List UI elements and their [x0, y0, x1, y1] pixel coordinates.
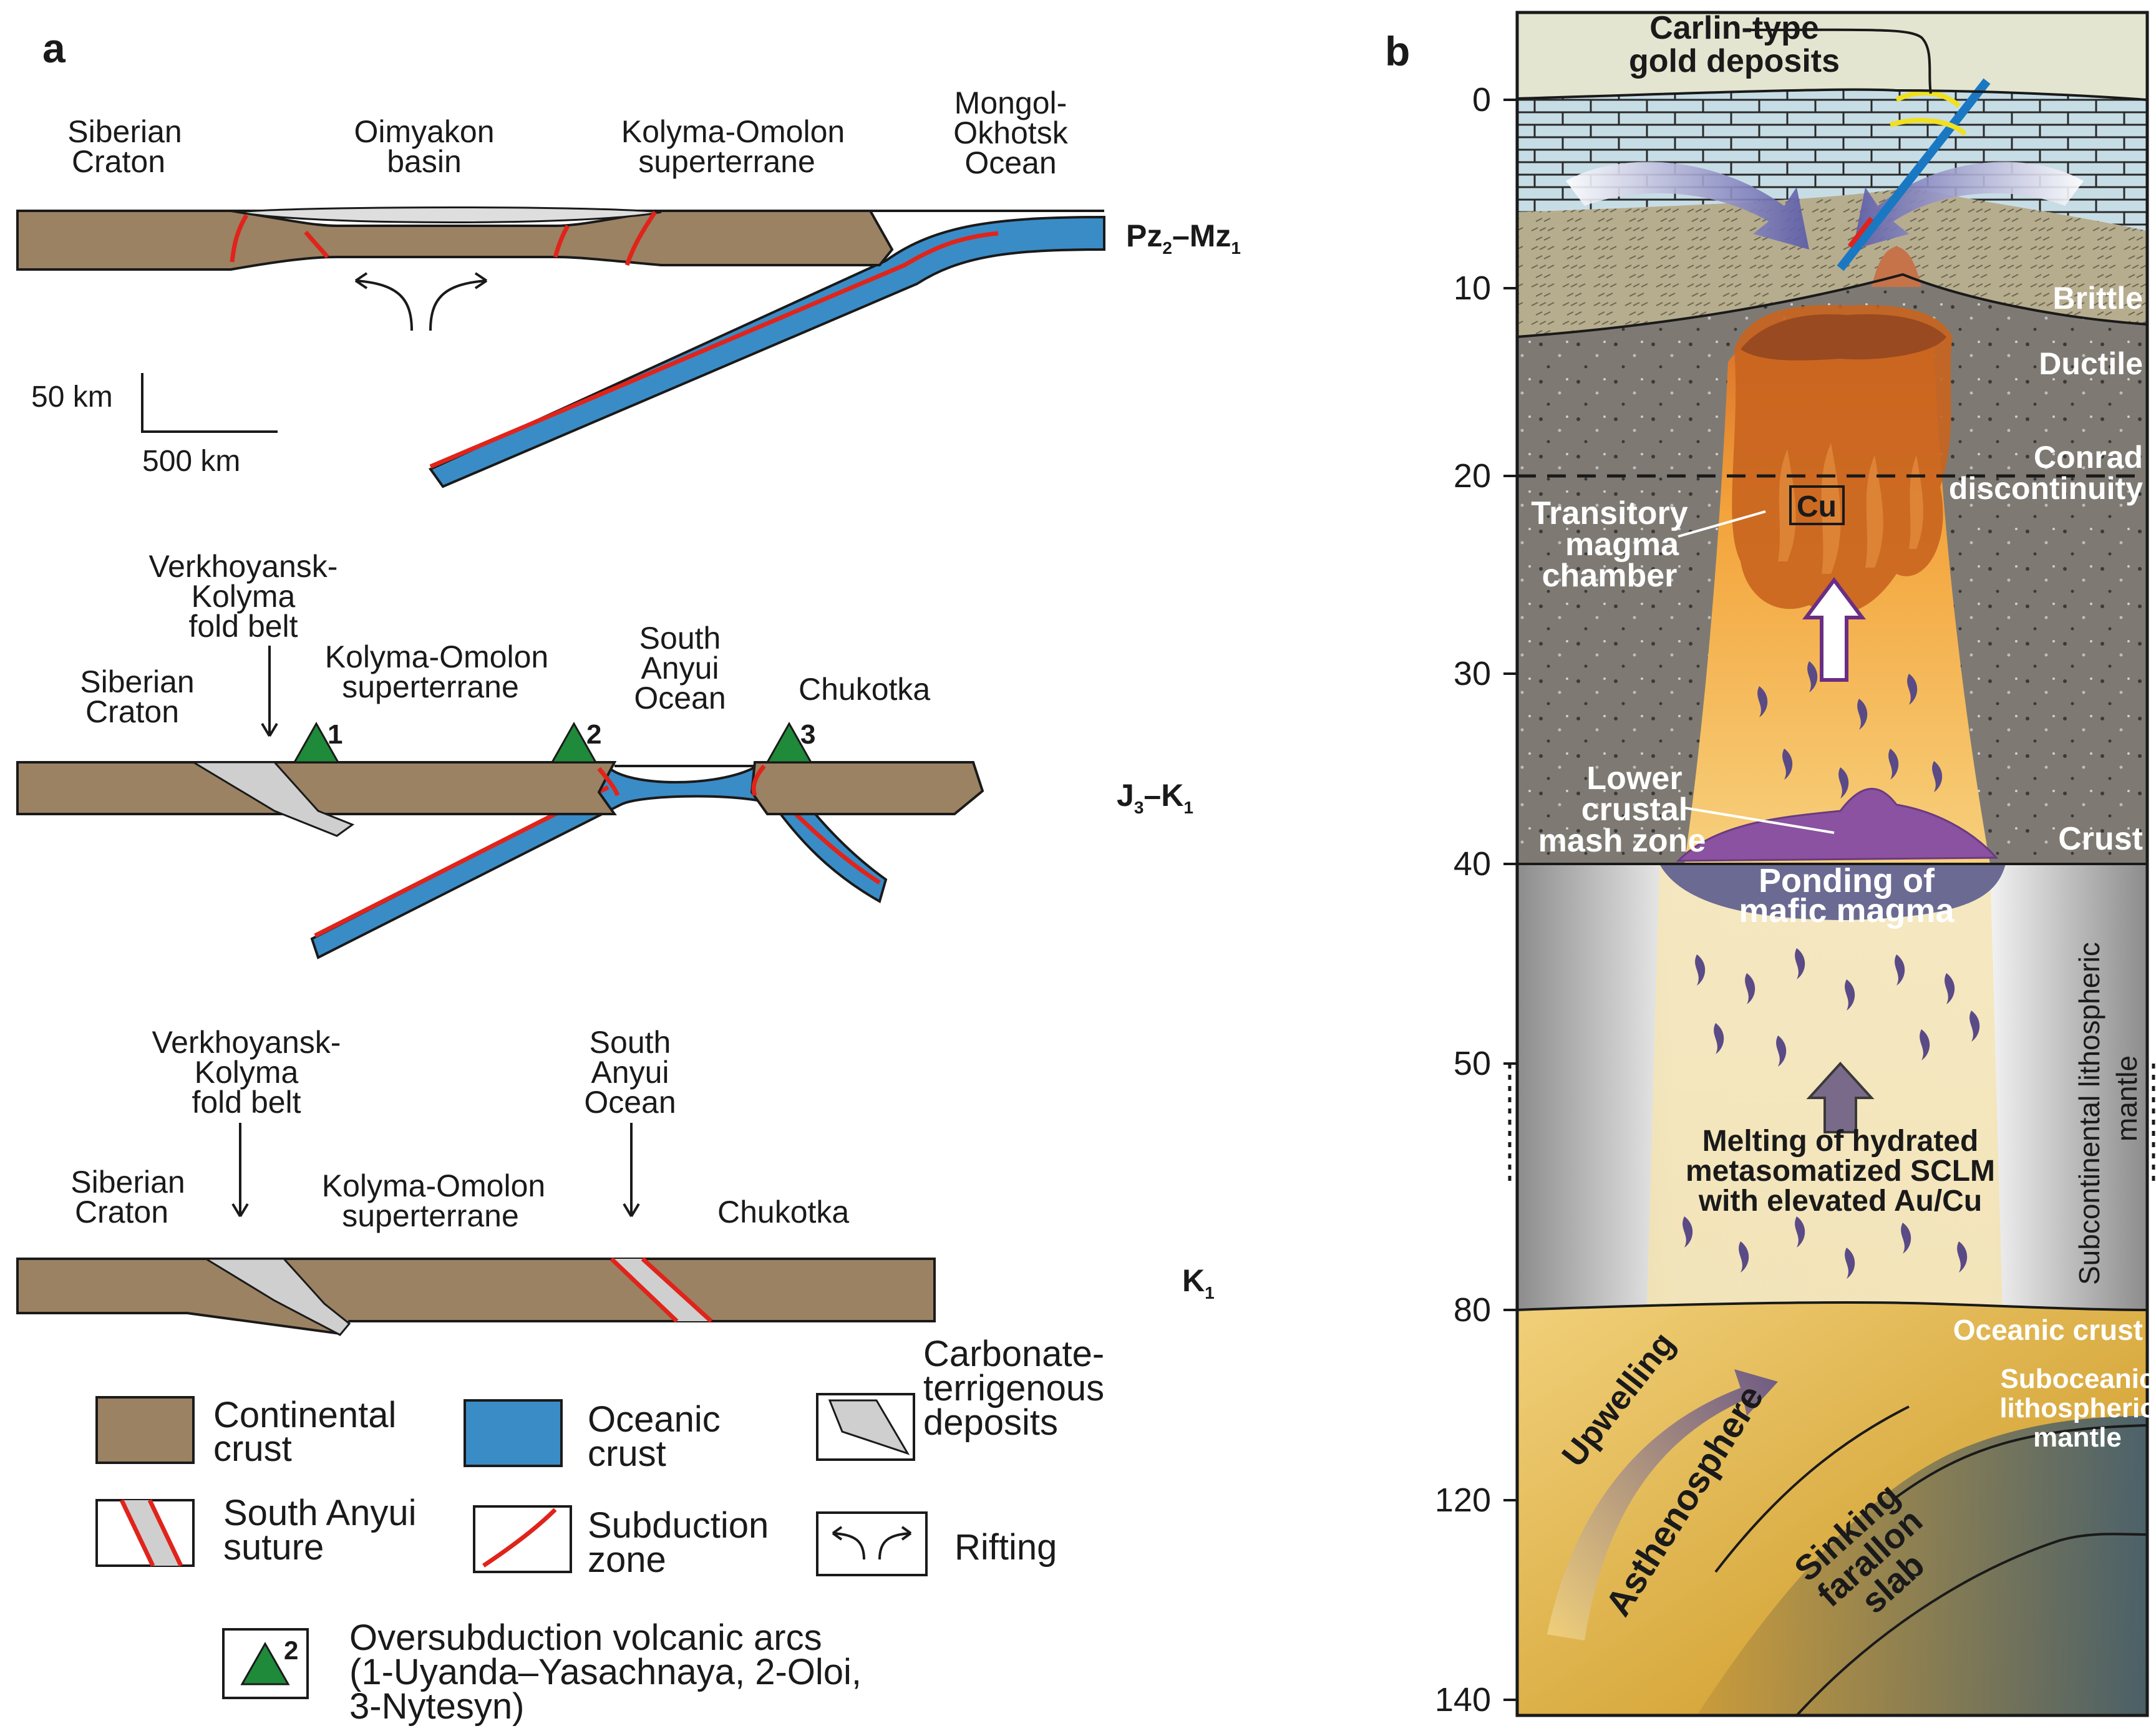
- depth-tick-120: 120: [1435, 1481, 1491, 1519]
- depth-tick-40: 40: [1454, 845, 1491, 883]
- legend-oceanic-swatch: [464, 1399, 563, 1467]
- oceanic-crust-label: Oceanic crust: [1953, 1314, 2143, 1346]
- s2-carbonate-wedge: [190, 761, 355, 837]
- s2-arc-1-number: 1: [328, 719, 342, 750]
- s2-arc-2: [550, 721, 598, 764]
- cu-box: [1789, 485, 1845, 525]
- depth-tick-10: 10: [1454, 269, 1491, 307]
- depth-axis: 0 10 20 30 40 50 80 120 140: [1435, 81, 2155, 1719]
- panel-a-label: a: [42, 25, 66, 71]
- depth-tick-0: 0: [1472, 81, 1491, 119]
- scale-horizontal: 500 km: [142, 445, 240, 478]
- depth-tick-80: 80: [1454, 1291, 1491, 1329]
- fluid-arrow-right: [1853, 162, 2084, 250]
- s1-age: Pz2–Mz1: [1126, 218, 1241, 258]
- s2-arc-2-number: 2: [586, 719, 601, 750]
- s2-age: J3–K1: [1117, 778, 1193, 817]
- legend-rifting-swatch: [816, 1511, 928, 1576]
- panel-b-diagram: [1515, 11, 2149, 1717]
- s2-arc-1: [293, 721, 340, 764]
- upwelling-arrow: [1547, 1369, 1778, 1641]
- s3-chukotka-label: Chukotka: [717, 1195, 849, 1229]
- s1-continental-crust: [16, 210, 894, 271]
- scale-vertical: 50 km: [31, 381, 113, 414]
- s3-continental-crust: [16, 1258, 936, 1336]
- depth-tick-140: 140: [1435, 1681, 1491, 1719]
- crust-label: Crust: [2058, 821, 2143, 857]
- legend-arc-number: 2: [284, 1636, 298, 1665]
- melt-ascent-arrow: [1806, 1062, 1875, 1133]
- scale-bar: 50 km 500 km: [31, 373, 278, 478]
- depth-tick-20: 20: [1454, 457, 1491, 495]
- ductile-label: Ductile: [2039, 346, 2143, 381]
- legend-arcs-label: Oversubduction volcanic arcs(1-Uyanda–Ya…: [349, 1617, 862, 1727]
- legend-continental-swatch: [95, 1396, 195, 1464]
- legend-rifting-label: Rifting: [954, 1527, 1057, 1568]
- s2-arc-3: [765, 721, 813, 764]
- s1-oceanic-slab: [428, 215, 1105, 488]
- s2-arc-3-number: 3: [800, 719, 815, 750]
- fluid-arrow-left: [1566, 162, 1809, 250]
- cu-label: Cu: [1797, 490, 1837, 523]
- magma-ascent-arrow: [1802, 577, 1866, 682]
- s3-carbonate-wedge: [202, 1258, 351, 1336]
- brittle-label: Brittle: [2053, 281, 2143, 316]
- s2-continental-right: [750, 761, 984, 815]
- s2-continental-left: [16, 761, 617, 815]
- panel-b-label: b: [1385, 28, 1410, 74]
- s3-age: K1: [1182, 1263, 1215, 1302]
- depth-tick-30: 30: [1454, 655, 1491, 692]
- s2-chukotka-label: Chukotka: [799, 672, 930, 707]
- depth-tick-50: 50: [1454, 1045, 1491, 1082]
